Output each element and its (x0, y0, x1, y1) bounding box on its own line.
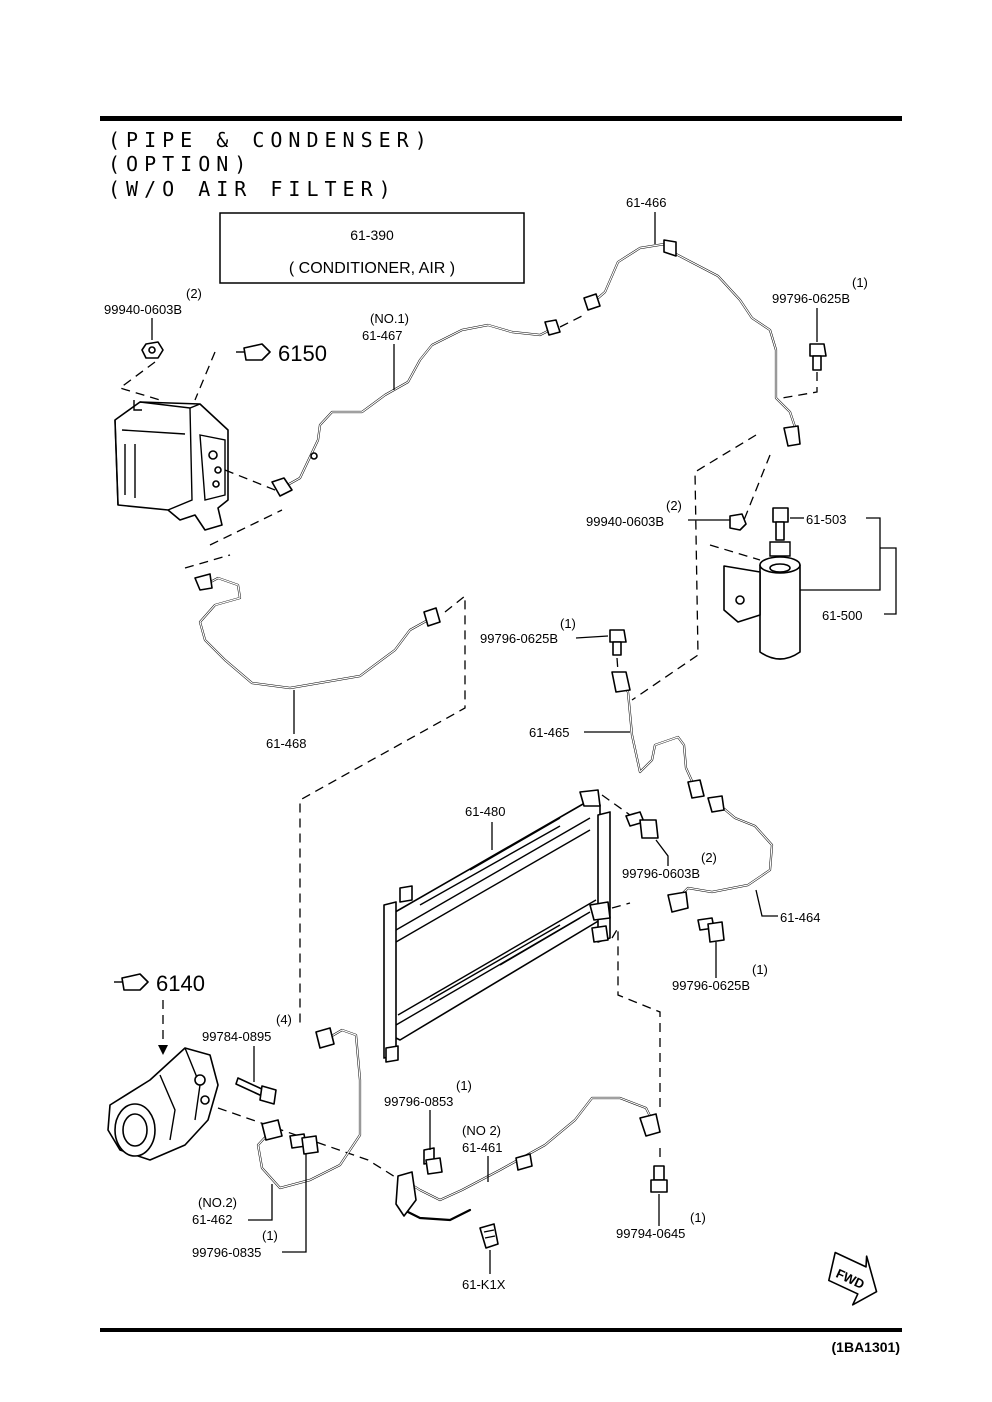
callout-part: 61-480 (465, 804, 505, 819)
bolt-icon (423, 1147, 443, 1175)
callout-part: 61-465 (529, 725, 569, 740)
callout-part: 99794-0645 (616, 1226, 685, 1241)
bolt-icon (235, 1077, 277, 1105)
bolt-icon (289, 1133, 319, 1155)
bolt-icon (609, 629, 627, 656)
callout-qty: (1) (690, 1210, 706, 1225)
fwd-arrow-icon: FWD (828, 1251, 878, 1306)
pipe-61-461 (395, 1096, 661, 1222)
ref-6140: 6140 (114, 971, 205, 996)
callout-part: 61-503 (806, 512, 846, 527)
callout-part: 99796-0853 (384, 1094, 453, 1109)
pipe-61-468 (194, 573, 441, 690)
hand-pointer-icon (121, 973, 149, 991)
callout-qty: (NO.2) (198, 1195, 237, 1210)
svg-text:6150: 6150 (278, 341, 327, 366)
bolt-icon (650, 1165, 668, 1193)
ref-6150: 6150 (236, 341, 327, 366)
callout-part: 99796-0625B (672, 978, 750, 993)
callout-part: 99796-0625B (772, 291, 850, 306)
callout-qty: (2) (666, 498, 682, 513)
sensor-icon (479, 1223, 499, 1249)
callout-part: 99796-0625B (480, 631, 558, 646)
callout-qty: (1) (852, 275, 868, 290)
callout-part: 61-467 (362, 328, 402, 343)
svg-text:6140: 6140 (156, 971, 205, 996)
callout-part: 61-464 (780, 910, 820, 925)
callout-part: 99940-0603B (104, 302, 182, 317)
callout-part: 99940-0603B (586, 514, 664, 529)
pipe-61-465 (611, 671, 705, 799)
callout-qty: (2) (186, 286, 202, 301)
nut-icon (729, 513, 747, 531)
callout-qty: (1) (456, 1078, 472, 1093)
callout-qty: (1) (752, 962, 768, 977)
footer-code: (1BA1301) (832, 1339, 900, 1355)
callout-part: 61-K1X (462, 1277, 506, 1292)
pipe-61-464 (667, 795, 774, 913)
callout-qty: (1) (262, 1228, 278, 1243)
callout-part: 99784-0895 (202, 1029, 271, 1044)
top-rule (100, 116, 902, 121)
callout-qty: (4) (276, 1012, 292, 1027)
title-line-1: (PIPE & CONDENSER) (108, 128, 433, 152)
pipe-61-467 (271, 319, 561, 497)
callout-qty: (2) (701, 850, 717, 865)
callout-qty: (NO 2) (462, 1123, 501, 1138)
title-line-3: (W/O AIR FILTER) (108, 177, 397, 201)
pipe-61-462 (256, 1027, 362, 1190)
nut-icon (141, 341, 164, 359)
legend-code: 61-390 (350, 227, 394, 243)
receiver-drier (723, 507, 801, 660)
legend-name: ( CONDITIONER, AIR ) (289, 260, 455, 277)
callout-part: 61-500 (822, 608, 862, 623)
callout-qty: (1) (560, 616, 576, 631)
bolt-icon (625, 811, 659, 839)
hand-pointer-icon (243, 343, 271, 361)
pipe-61-466 (583, 239, 801, 447)
callout-part: 61-468 (266, 736, 306, 751)
legend-box: 61-390 ( CONDITIONER, AIR ) (219, 212, 525, 284)
bolt-icon (697, 917, 725, 943)
bottom-rule (100, 1328, 902, 1332)
callout-qty: (NO.1) (370, 311, 409, 326)
condenser (383, 789, 611, 1063)
bolt-icon (809, 343, 827, 371)
callout-part: 61-466 (626, 195, 666, 210)
callout-part: 61-461 (462, 1140, 502, 1155)
callout-part: 61-462 (192, 1212, 232, 1227)
title-line-2: (OPTION) (108, 152, 252, 176)
callout-part: 99796-0835 (192, 1245, 261, 1260)
evaporator-unit (114, 400, 229, 531)
callout-part: 99796-0603B (622, 866, 700, 881)
compressor (107, 1047, 219, 1161)
